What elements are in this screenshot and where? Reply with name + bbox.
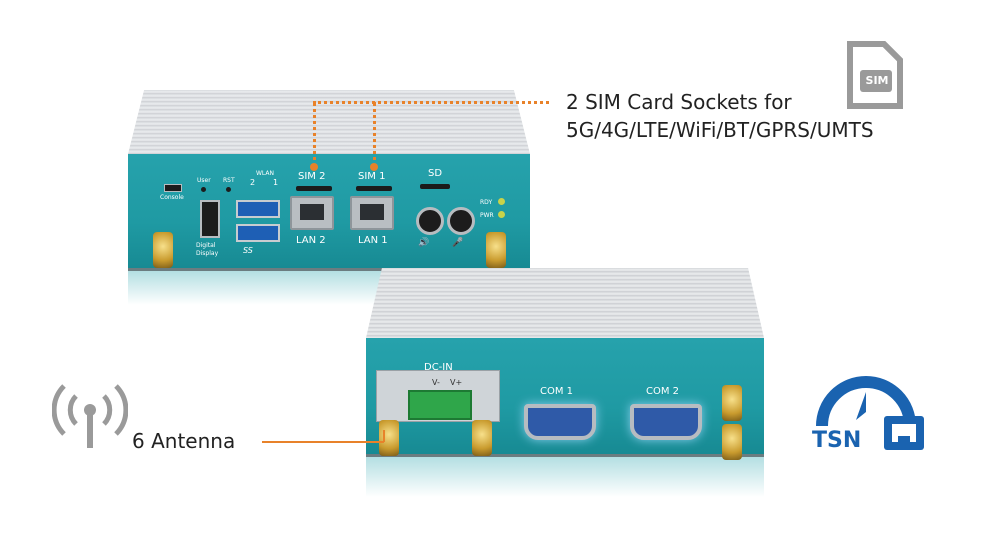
- digital-display-port: [200, 200, 220, 238]
- digital-display-label: Digital Display: [196, 242, 219, 257]
- antenna-callout-text: 6 Antenna: [132, 429, 236, 453]
- user-button: [201, 187, 206, 192]
- pwr-label: PWR: [480, 212, 494, 219]
- audio-out-icon: 🔊: [418, 238, 430, 248]
- audio-out-jack: [416, 207, 444, 235]
- reset-button: [226, 187, 231, 192]
- antenna-connector: [379, 420, 399, 456]
- rst-label: RST: [223, 177, 235, 184]
- wlan-1-label: 1: [273, 178, 279, 187]
- antenna-connector: [472, 420, 492, 456]
- dc-in-label: DC-IN: [424, 362, 453, 373]
- antenna-callout-line: [262, 441, 384, 443]
- console-label: Console: [160, 194, 184, 201]
- bottom-device-reflection: [366, 457, 764, 497]
- com1-label: COM 1: [540, 386, 574, 397]
- sim-callout-line2: 5G/4G/LTE/WiFi/BT/GPRS/UMTS: [566, 118, 874, 142]
- antenna-connector: [486, 232, 506, 268]
- sim1-callout-line: [373, 102, 376, 168]
- antenna-connector: [722, 424, 742, 460]
- top-device-lid: [128, 90, 530, 154]
- sim2-label: SIM 2: [298, 171, 326, 182]
- sim-icon-label: SIM: [865, 74, 889, 87]
- com2-port: [630, 404, 702, 440]
- antenna-connector: [722, 385, 742, 421]
- lan1-label: LAN 1: [358, 235, 388, 246]
- user-label: User: [197, 177, 211, 184]
- lan2-label: LAN 2: [296, 235, 326, 246]
- tsn-logo: TSN: [808, 362, 938, 462]
- sim2-callout-line: [313, 102, 316, 168]
- sd-slot: [420, 184, 450, 189]
- pwr-led: [498, 211, 505, 218]
- tsn-label: TSN: [812, 428, 862, 453]
- antenna-callout-line-vertical: [383, 430, 385, 442]
- usb-ss-logo: SS: [243, 246, 253, 255]
- v-minus-label: V-: [432, 378, 440, 387]
- usb3-port-bottom: [236, 224, 280, 242]
- com1-port: [524, 404, 596, 440]
- sim1-label: SIM 1: [358, 171, 386, 182]
- antenna-signal-icon: [51, 380, 129, 452]
- mic-icon: 🎤: [452, 238, 464, 248]
- sim1-slot: [356, 186, 392, 191]
- sim1-callout-dot: [370, 163, 378, 171]
- wlan-2-label: 2: [250, 178, 256, 187]
- com2-label: COM 2: [646, 386, 680, 397]
- sim-callout-line1: 2 SIM Card Sockets for: [566, 90, 792, 114]
- lan2-port: [290, 196, 334, 230]
- sim2-slot: [296, 186, 332, 191]
- v-plus-label: V+: [450, 378, 463, 387]
- sim-card-icon: SIM: [844, 40, 906, 110]
- sim2-callout-dot: [310, 163, 318, 171]
- lan1-port: [350, 196, 394, 230]
- rdy-led: [498, 198, 505, 205]
- mic-in-jack: [447, 207, 475, 235]
- dc-in-terminal-block: [408, 390, 472, 420]
- wlan-label: WLAN: [256, 170, 275, 177]
- antenna-connector: [153, 232, 173, 268]
- sim-callout-horizontal: [313, 101, 549, 104]
- console-port: [164, 184, 182, 192]
- sd-label: SD: [428, 168, 443, 179]
- bottom-device-lid: [366, 268, 764, 338]
- rdy-label: RDY: [480, 199, 493, 206]
- usb3-port-top: [236, 200, 280, 218]
